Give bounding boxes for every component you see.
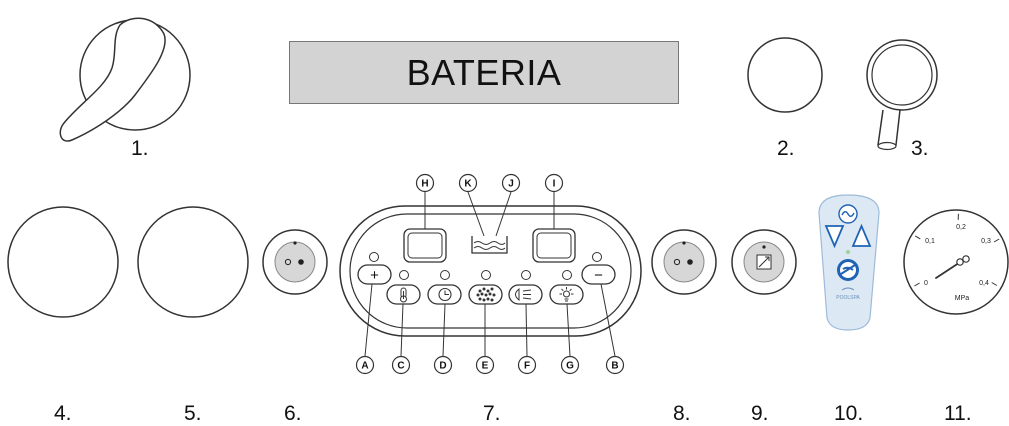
gauge-unit: MPa: [955, 295, 970, 302]
jet-mode-icon[interactable]: [837, 259, 859, 281]
wave-icon: [839, 205, 857, 223]
label-5: 5.: [184, 402, 202, 426]
control-5-button-icon: [138, 207, 248, 317]
lever-handle-icon: [60, 18, 190, 141]
letter-label: A: [361, 361, 368, 372]
letter-label: K: [464, 179, 472, 190]
gauge-tick-label: 0,1: [925, 238, 935, 245]
plus-label: +: [370, 267, 379, 284]
air-regulator-icon: [732, 230, 796, 294]
label-4: 4.: [54, 402, 72, 426]
letter-label: G: [566, 361, 574, 372]
label-8: 8.: [673, 402, 691, 426]
letter-label: H: [421, 179, 428, 190]
remote-brand: POOLSPA: [836, 295, 860, 301]
label-6: 6.: [284, 402, 302, 426]
letter-label: I: [553, 179, 556, 190]
gauge-tick-label: 0,2: [956, 224, 966, 231]
letter-label: D: [439, 361, 446, 372]
remote-control: POOLSPA: [819, 195, 879, 330]
jet-nozzle-icon: [263, 230, 327, 294]
label-3: 3.: [911, 137, 929, 161]
magnifier-lamp-icon: [867, 40, 937, 150]
label-7: 7.: [483, 402, 501, 426]
letter-label: E: [482, 361, 489, 372]
letter-label: J: [508, 179, 514, 190]
title-panel: BATERIA: [289, 41, 679, 104]
pressure-gauge-icon: 0 0,1 0,2 0,3 0,4 MPa: [904, 210, 1008, 314]
clock-icon: [439, 289, 451, 301]
gauge-tick-label: 0,3: [981, 238, 991, 245]
label-9: 9.: [751, 402, 769, 426]
label-11: 11.: [944, 402, 972, 426]
control-panel: H I K J A B C D E F G + −: [340, 175, 641, 374]
control-2-button-icon: [748, 38, 822, 112]
jet-nozzle-icon: [652, 230, 716, 294]
minus-label: −: [594, 267, 603, 284]
label-2: 2.: [777, 137, 795, 161]
headlight-icon: [516, 289, 532, 300]
letter-label: B: [611, 361, 618, 372]
label-10: 10.: [834, 402, 863, 426]
gauge-tick-label: 0,4: [979, 280, 989, 287]
thermometer-icon: [401, 288, 407, 302]
letter-label: F: [524, 361, 530, 372]
label-1: 1.: [131, 137, 149, 161]
letter-label: C: [397, 361, 404, 372]
control-4-button-icon: [8, 207, 118, 317]
gauge-tick-label: 0: [924, 280, 928, 287]
